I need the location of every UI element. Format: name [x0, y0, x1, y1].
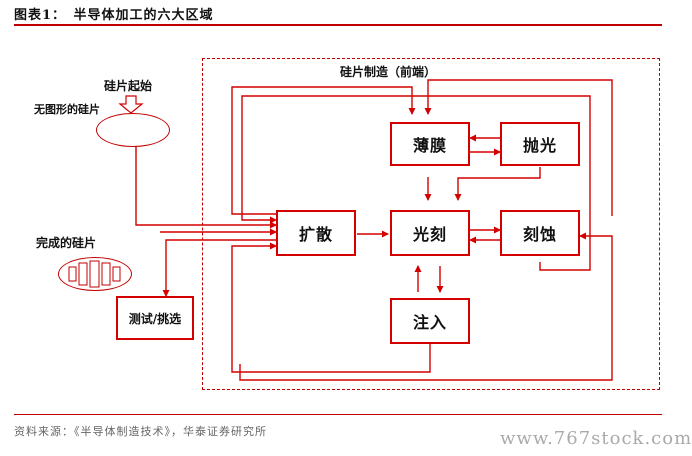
arrow-loop-etch-to-film — [424, 79, 613, 216]
arrow-loop-implant-to-diffusion — [231, 242, 431, 373]
etch-box: 刻蚀 — [500, 210, 580, 256]
die-pattern-icon — [68, 260, 121, 288]
front-end-region — [202, 58, 660, 390]
finished-wafer-label: 完成的硅片 — [36, 236, 97, 250]
diffusion-box: 扩散 — [276, 210, 356, 256]
test-sort-box: 测试/挑选 — [116, 296, 194, 340]
arrow-loop-bottom-to-etch — [239, 232, 613, 381]
lithography-box: 光刻 — [390, 210, 470, 256]
polish-box: 抛光 — [500, 122, 580, 166]
arrow-polish-to-litho — [454, 167, 541, 201]
source-note: 资料来源：《半导体制造技术》，华泰证券研究所 — [14, 425, 267, 438]
unpatterned-wafer-label: 无图形的硅片 — [34, 103, 100, 116]
region-label: 硅片制造（前端） — [340, 65, 437, 79]
arrow-start-to-diffusion — [135, 146, 277, 229]
figure-title: 图表1： 半导体加工的六大区域 — [14, 8, 214, 23]
finished-wafer-icon — [58, 257, 132, 291]
title-rule — [14, 24, 662, 26]
watermark: www.767stock.com — [500, 428, 692, 449]
unpatterned-wafer-icon — [96, 113, 170, 147]
arrow-loop-diffusion-to-film — [231, 86, 416, 215]
start-arrow — [118, 95, 144, 114]
footer-rule — [14, 414, 662, 415]
arrow-loop-etch-to-diffusion — [241, 95, 591, 271]
wafer-start-label: 硅片起始 — [104, 79, 153, 93]
thin-film-box: 薄膜 — [390, 122, 470, 166]
flow-arrows — [118, 79, 613, 381]
arrow-diffusion-to-test — [162, 239, 276, 297]
implant-box: 注入 — [390, 298, 470, 344]
